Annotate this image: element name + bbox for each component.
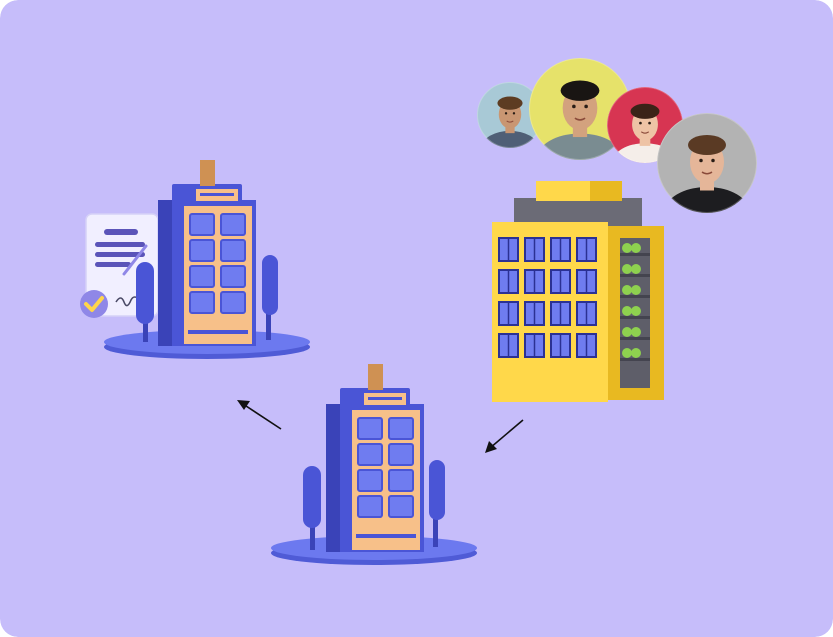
team-avatars-icon [477, 58, 757, 213]
window [220, 239, 246, 262]
window [189, 291, 215, 314]
plant [631, 327, 641, 337]
window [388, 495, 414, 518]
window [189, 213, 215, 236]
window [388, 443, 414, 466]
window [220, 291, 246, 314]
avatar-person-1 [477, 82, 543, 148]
window [357, 417, 383, 440]
plant [622, 264, 632, 274]
plant [622, 348, 632, 358]
window [357, 495, 383, 518]
plant [622, 243, 632, 253]
plant [622, 285, 632, 295]
plant [631, 306, 641, 316]
branch-office-building-icon [271, 364, 477, 565]
window [220, 265, 246, 288]
window [189, 265, 215, 288]
window [388, 417, 414, 440]
window [189, 239, 215, 262]
corporate-office-building-icon [80, 160, 310, 359]
check-badge-icon [80, 290, 108, 318]
plant [631, 285, 641, 295]
window [388, 469, 414, 492]
plant [631, 264, 641, 274]
window [220, 213, 246, 236]
plant [631, 348, 641, 358]
flow-arrow-icon [485, 419, 524, 453]
avatar-person-2 [529, 58, 631, 160]
flow-arrow-icon [237, 400, 282, 430]
plant [631, 243, 641, 253]
plant [622, 327, 632, 337]
headquarters-building-icon [492, 181, 664, 402]
plant [622, 306, 632, 316]
window [357, 469, 383, 492]
window [357, 443, 383, 466]
avatar-person-4 [657, 113, 757, 213]
